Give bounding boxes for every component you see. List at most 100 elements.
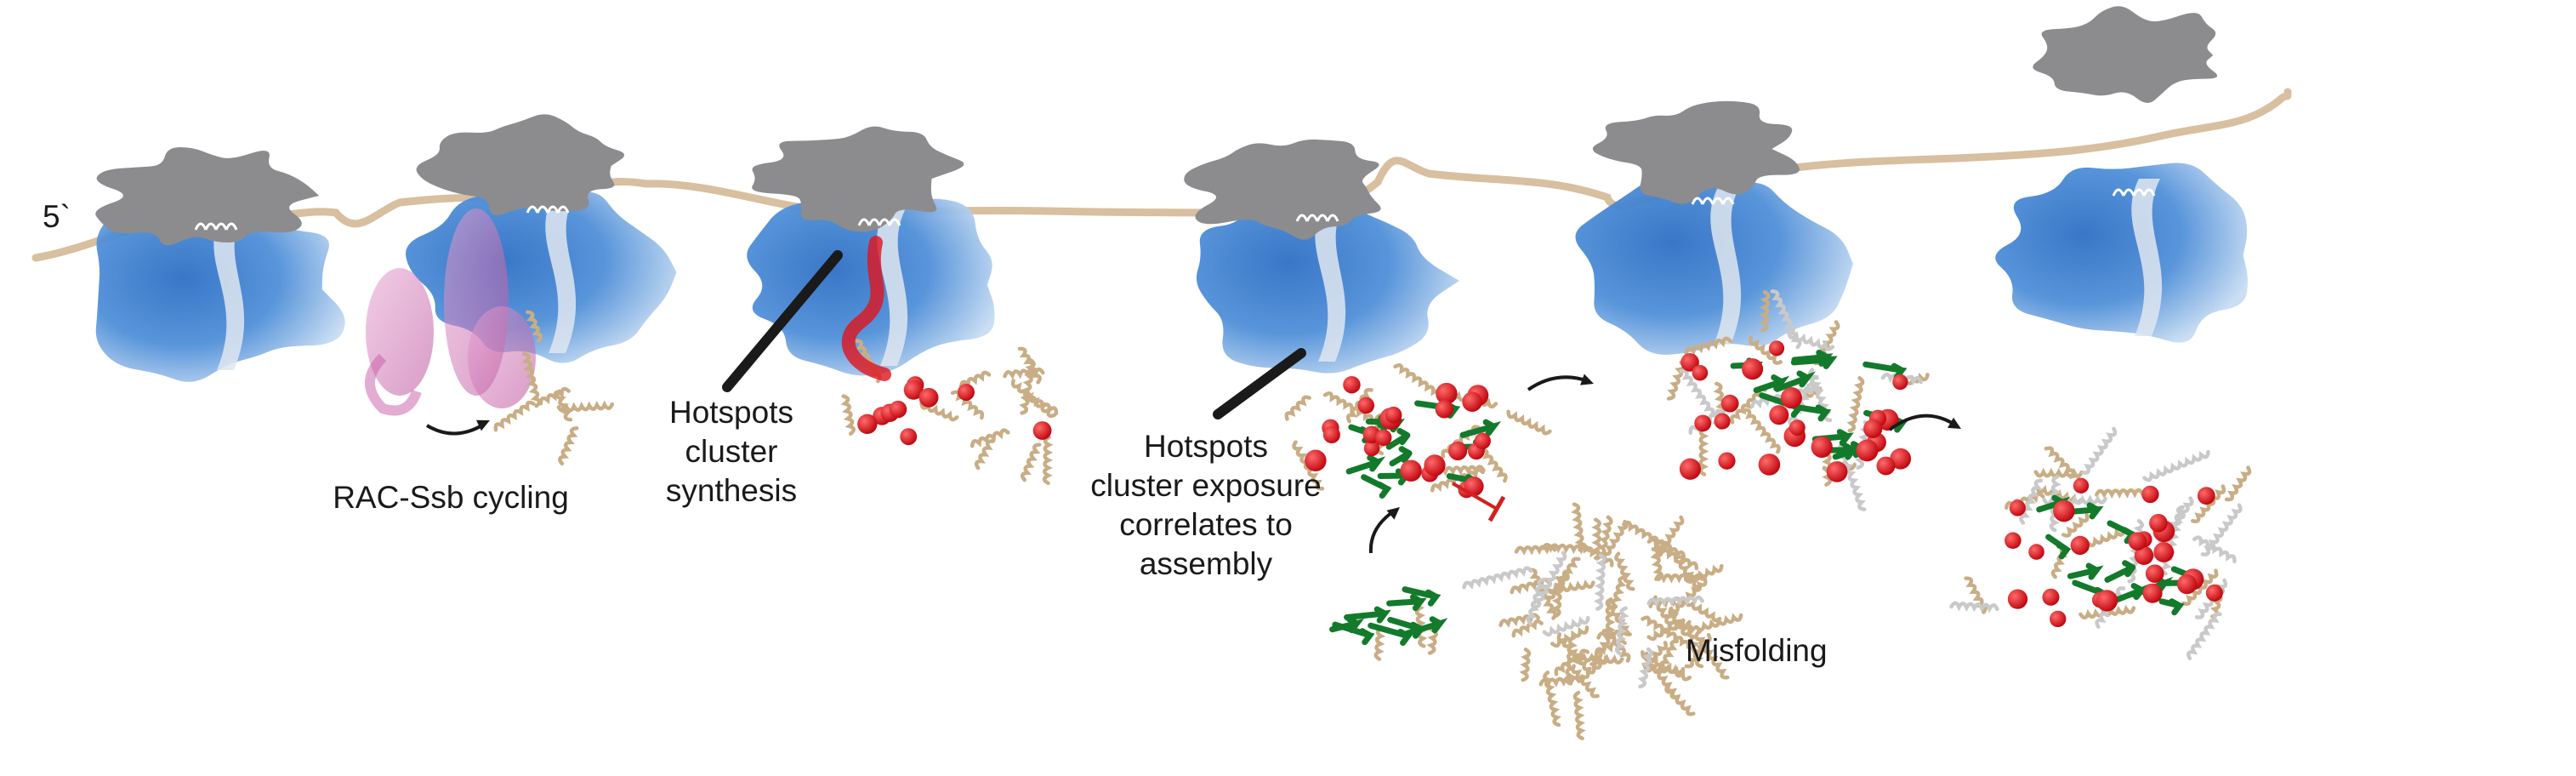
hotspot-cluster-icon	[1400, 459, 1422, 482]
hotspot-cluster-icon	[1892, 374, 1908, 391]
helix-segment	[493, 400, 536, 432]
helix-segment	[1664, 683, 1696, 716]
beta-strand	[1385, 428, 1411, 450]
hotspot-cluster-icon	[1780, 387, 1803, 409]
hotspot-cluster-icon	[1694, 414, 1712, 432]
trna-detail	[225, 222, 238, 231]
helix-segment	[2200, 503, 2243, 556]
arrow-head	[1948, 417, 1961, 429]
beta-strand	[1329, 616, 1365, 634]
helix-segment	[1543, 670, 1561, 728]
hotspot-cluster-icon	[1474, 432, 1491, 449]
hotspots-cluster-exposure-label: Hotspots cluster exposure correlates to …	[1090, 429, 1322, 581]
hotspot-cluster-icon	[1768, 340, 1785, 357]
trna-detail	[888, 218, 901, 226]
hotspot-cluster-icon	[2028, 544, 2044, 560]
arrow-shaft	[1368, 509, 1396, 554]
helix-segment	[526, 310, 543, 343]
trna-detail	[1305, 214, 1319, 222]
hotspot-cluster-icon	[1826, 461, 1848, 482]
helix-segment	[1506, 409, 1552, 436]
helix-segment	[1591, 517, 1601, 560]
ribosome-small-subunit	[752, 126, 964, 232]
helix-segment	[1541, 542, 1591, 555]
helix-segment	[2061, 512, 2090, 538]
helix-segment	[1646, 595, 1704, 608]
helix-segment	[1542, 615, 1590, 637]
helix-segment	[1571, 502, 1585, 552]
chaperone-icon	[365, 353, 422, 416]
helix-segment	[1545, 579, 1595, 595]
hotspot-cluster-icon	[1758, 454, 1781, 476]
hotspot-cluster-icon	[1448, 441, 1468, 461]
beta-strand	[2062, 502, 2104, 520]
beta-strand	[2104, 560, 2136, 583]
hotspot-cluster-icon	[1284, 362, 1552, 499]
pointer-line	[1213, 348, 1306, 419]
hotspot-cluster-icon	[1863, 419, 1883, 439]
beta-strand	[1402, 586, 1442, 607]
helix-segment	[1373, 626, 1386, 661]
beta-strand	[2115, 583, 2151, 602]
beta-strand	[2045, 534, 2072, 560]
hotspots-cluster-synthesis-label: Hotspots cluster synthesis	[665, 395, 798, 508]
trna-detail	[204, 222, 218, 231]
trna-detail	[536, 205, 549, 214]
helix-segment	[1284, 395, 1311, 421]
helix-segment	[1571, 664, 1600, 699]
arrow-icon	[1888, 414, 1961, 431]
trna-detail	[867, 218, 881, 226]
arrow-icon	[1527, 374, 1594, 391]
ribosome-icon	[95, 146, 345, 382]
helix-segment	[1637, 647, 1653, 689]
inhibition-line	[1452, 482, 1498, 511]
helix-segment	[1042, 435, 1054, 486]
hotspot-cluster-icon	[1679, 458, 1702, 480]
helix-segment	[1653, 515, 1685, 558]
hotspot-cluster-icon	[957, 383, 975, 401]
hotspot-cluster-icon	[1876, 456, 1896, 476]
helix-segment	[2094, 488, 2145, 499]
chaperone-icon	[468, 306, 536, 408]
hotspot-cluster-icon	[1769, 405, 1789, 425]
beta-strand	[1389, 446, 1413, 467]
helix-segment	[538, 386, 571, 406]
helix-segment	[1683, 563, 1724, 585]
helix-segment	[556, 400, 615, 413]
hotspot-cluster-icon	[1032, 421, 1052, 440]
trna-detail	[878, 218, 891, 226]
beta-strand	[1361, 474, 1392, 499]
ribosome-large-subunit	[1575, 167, 1853, 355]
helix-segment	[1597, 515, 1613, 556]
helix-segment	[1602, 519, 1629, 556]
helix-segment	[1554, 648, 1590, 676]
trna-detail	[556, 205, 570, 214]
helix-segment	[1694, 630, 1730, 680]
beta-strand	[1790, 351, 1838, 369]
hotspot-cluster-icon	[903, 379, 924, 400]
hotspot-cluster-icon	[1680, 353, 1699, 372]
helix-segment	[1010, 379, 1057, 419]
beta-strand	[1386, 594, 1427, 612]
protein-aggregate-icon	[1462, 502, 1743, 741]
hotspot-cluster-icon	[2205, 584, 2223, 602]
ribosome-icon	[1575, 100, 1853, 355]
nascent-chain-icon	[493, 310, 615, 466]
trna-detail	[2112, 188, 2125, 197]
hotspot-cluster-icon	[1856, 439, 1879, 462]
helix-segment	[1322, 391, 1374, 424]
hotspot-cluster-icon	[2070, 535, 2090, 556]
helix-segment	[1666, 360, 1686, 401]
hotspot-cluster-icon	[1424, 454, 1446, 476]
helix-segment	[2224, 465, 2252, 502]
trna-detail	[526, 205, 539, 214]
arrow-head	[1386, 507, 1400, 520]
hotspot-cluster-icon	[1890, 448, 1912, 470]
exit-tunnel	[877, 208, 908, 366]
exit-tunnel	[2131, 179, 2163, 336]
hotspot-cluster-icon	[1343, 375, 1361, 394]
hotspot-cluster-icon	[2053, 499, 2075, 522]
rac-ssb-cycling-label: RAC-Ssb cycling	[333, 480, 569, 515]
hotspot-cluster-icon	[1949, 426, 2252, 661]
